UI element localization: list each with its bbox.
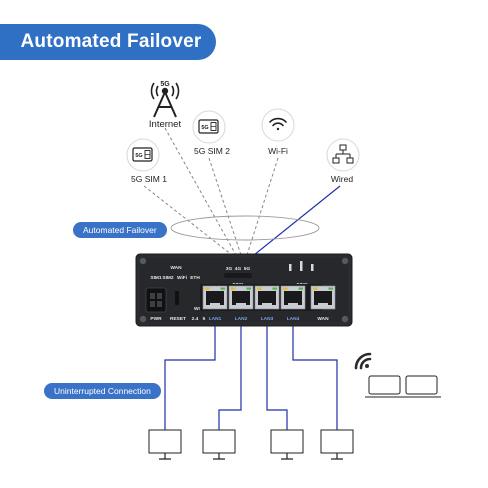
ethernet-ports: LAN1 LAN2 LAN3 LAN4 WAN <box>202 285 336 322</box>
sim-card-icon <box>132 147 153 162</box>
sim1-label: 5G SIM 1 <box>131 174 167 184</box>
port-label-lan1: LAN1 <box>209 316 222 322</box>
router-label-sim1: SIM1 <box>150 275 162 281</box>
router-label-pwr: PWR <box>150 316 162 322</box>
port-label-wan: WAN <box>317 316 329 322</box>
wired-link <box>253 185 341 256</box>
sim2-label: 5G SIM 2 <box>194 146 230 156</box>
uninterrupted-connection-pill: Uninterrupted Connection <box>44 383 161 399</box>
internet-badge: 5G <box>160 81 170 88</box>
wifi-label: Wi-Fi <box>268 146 288 156</box>
wired-label: Wired <box>331 174 353 184</box>
ethernet-port-lan3: LAN3 <box>254 285 280 322</box>
devices <box>148 429 354 460</box>
sim1-card-text: 5G <box>135 153 142 159</box>
ethernet-port-wan: WAN <box>310 285 336 322</box>
ethernet-port-lan2: LAN2 <box>228 285 254 322</box>
automated-failover-pill: Automated Failover <box>73 222 167 238</box>
title-banner: Automated Failover <box>0 24 216 60</box>
router-label-24: 2.4 <box>192 316 199 322</box>
ethernet-icon <box>332 144 354 164</box>
laptop-icon <box>365 375 404 398</box>
ethernet-port-lan1: LAN1 <box>202 285 228 322</box>
router-label-5: 5 <box>203 316 206 322</box>
failover-ring <box>170 215 320 241</box>
signal-label-3g: 3G <box>226 266 233 272</box>
signal-label-4g: 4G <box>235 266 242 272</box>
router-label-wifi-led: WIFI <box>194 306 205 312</box>
router-label-reset: RESET <box>170 316 186 322</box>
wired-node <box>326 138 360 172</box>
router-label-sim2: SIM2 <box>162 275 174 281</box>
monitor-icon <box>320 429 354 460</box>
router-label-wifi: WiFi <box>177 275 187 281</box>
cell-tower-icon <box>150 82 180 118</box>
port-label-lan2: LAN2 <box>235 316 248 322</box>
laptop-icon <box>402 375 441 398</box>
sim2-card-text: 5G <box>201 125 208 131</box>
internet-label: Internet <box>149 119 182 130</box>
device-links <box>164 326 338 430</box>
router-label-wan: WAN <box>170 265 182 271</box>
ethernet-port-lan4: LAN4 <box>280 285 306 322</box>
monitor-icon <box>148 429 182 460</box>
power-connector <box>145 287 167 313</box>
sim-card-icon <box>198 119 219 134</box>
wifi-node <box>261 108 295 142</box>
sim1-node: 5G <box>126 138 160 172</box>
wifi-icon <box>269 117 287 131</box>
port-label-lan4: LAN4 <box>287 316 300 322</box>
monitor-icon <box>202 429 236 460</box>
page-title: Automated Failover <box>20 31 202 52</box>
port-label-lan3: LAN3 <box>261 316 274 322</box>
router-label-eth: ETH <box>190 275 200 281</box>
wifi-icon <box>354 352 372 370</box>
monitor-icon <box>270 429 304 460</box>
sim2-node: 5G <box>192 110 226 144</box>
signal-label-5g: 5G <box>244 266 251 272</box>
